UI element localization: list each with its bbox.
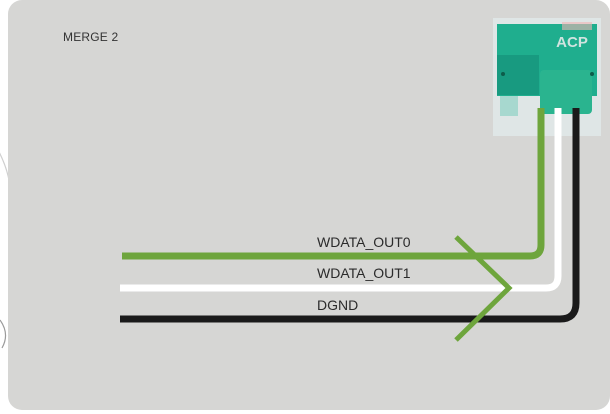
signal-label-wdata-out0: WDATA_OUT0 [317,234,411,250]
wire-dgnd [120,108,580,323]
panel-background [8,0,610,410]
diagram-title: MERGE 2 [63,30,119,44]
wire-wdata-out0 [122,108,545,260]
module-connector [540,70,592,114]
module-name: ACP [556,34,588,51]
module-sticker [562,22,592,30]
direction-arrow-icon [454,235,513,342]
wire-wdata-out1 [120,108,562,292]
module-hole [501,72,505,76]
acp-module: ACP [493,18,601,136]
signal-label-wdata-out1: WDATA_OUT1 [317,265,411,281]
decorative-arc [0,319,7,349]
module-hole [590,72,594,76]
signal-label-dgnd: DGND [317,297,359,313]
wires [120,108,580,323]
module-pin [500,96,518,116]
